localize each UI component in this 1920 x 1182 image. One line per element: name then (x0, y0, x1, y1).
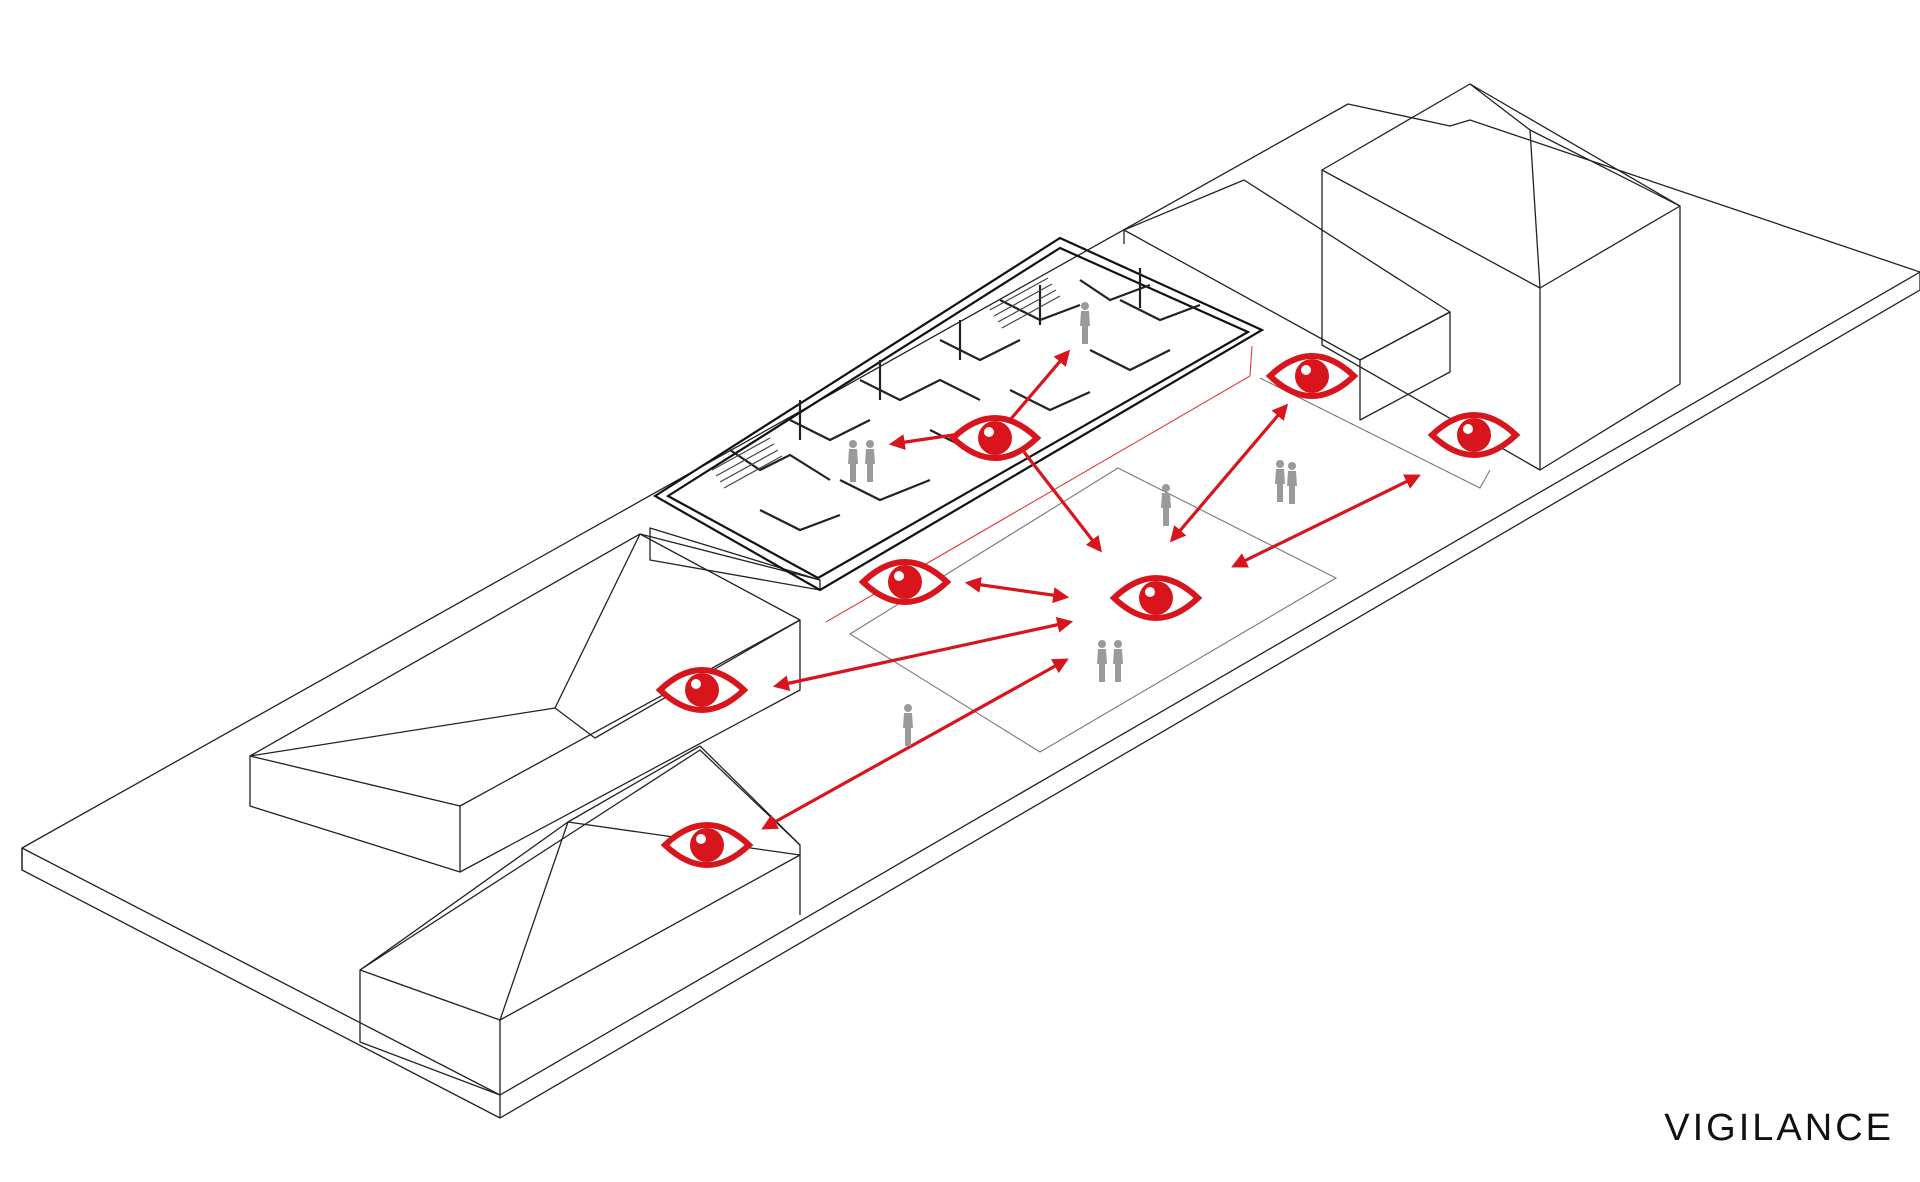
person-icon (848, 440, 858, 482)
person-icon (1287, 462, 1297, 504)
arrow-mid-left-eye-to-center (772, 616, 1074, 692)
person-icon (1113, 640, 1123, 682)
person-icon (865, 440, 875, 482)
eye-icon (863, 562, 947, 602)
eye-icon (660, 670, 744, 710)
arrow-lower-left-eye-to-center (761, 658, 1069, 830)
central-building (649, 236, 1265, 592)
building-left-mid (249, 533, 821, 873)
person-icon (1275, 460, 1285, 502)
diagram-caption: VIGILANCE (1664, 1107, 1894, 1149)
person-icon (1080, 302, 1090, 344)
arrow-center-to-plan-left (888, 432, 961, 451)
eye-icon (1270, 356, 1354, 396)
arrow-center-to-plan-upper (1008, 349, 1071, 422)
site-base (21, 103, 1920, 1119)
building-right-mid (1123, 179, 1451, 421)
person-icon (903, 704, 913, 746)
arrow-far-right-eye-to-courtyard (1231, 474, 1421, 568)
eye-icon (665, 825, 749, 865)
building-right-rear (1321, 83, 1681, 471)
arrow-right-eye-to-courtyard (1169, 403, 1289, 543)
eye-icon (1114, 578, 1198, 618)
courtyard (825, 345, 1491, 753)
vigilance-arrows (761, 349, 1421, 830)
arrow-center-to-courtyard (1022, 451, 1102, 553)
arrow-left-eye-to-center (964, 576, 1070, 604)
person-icon (1097, 640, 1107, 682)
